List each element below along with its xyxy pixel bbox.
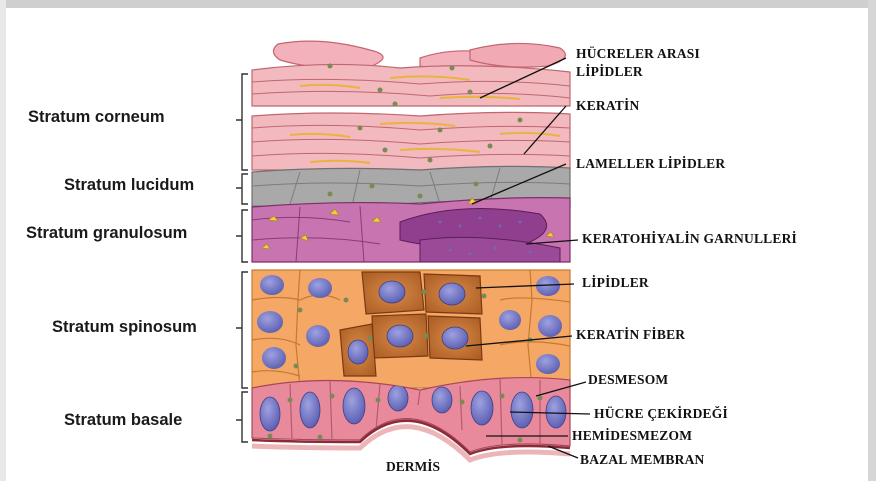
callout-lamellar-lipids: LAMELLER LİPİDLER bbox=[576, 156, 725, 172]
layer-brackets bbox=[236, 74, 248, 442]
stratum-corneum-label: Stratum corneum bbox=[28, 108, 165, 127]
callout-desmosome: DESMESOM bbox=[588, 372, 668, 388]
stratum-basale-label: Stratum basale bbox=[64, 411, 182, 430]
callout-intercellular-lipids-line1: HÜCRELER ARASI bbox=[576, 45, 700, 63]
callout-intercellular-lipids: HÜCRELER ARASI LİPİDLER bbox=[576, 45, 700, 81]
stratum-basale-illustration bbox=[252, 378, 570, 460]
callout-basal-membrane: BAZAL MEMBRAN bbox=[580, 452, 704, 468]
callout-cell-nucleus: HÜCRE ÇEKİRDEĞİ bbox=[594, 406, 728, 422]
stratum-spinosum-illustration bbox=[252, 270, 570, 388]
frame-top-shadow bbox=[0, 0, 876, 8]
callout-intercellular-lipids-line2: LİPİDLER bbox=[576, 63, 700, 81]
stratum-corneum-illustration bbox=[252, 41, 570, 170]
frame-left-shadow bbox=[0, 0, 6, 481]
stratum-lucidum-label: Stratum lucidum bbox=[64, 176, 194, 195]
callout-keratohyalin-granules: KERATOHİYALİN GARNULLERİ bbox=[582, 231, 797, 247]
callout-keratin: KERATİN bbox=[576, 98, 639, 114]
stratum-granulosum-label: Stratum granulosum bbox=[26, 224, 187, 243]
callout-lipids: LİPİDLER bbox=[582, 275, 649, 291]
stratum-granulosum-illustration bbox=[252, 198, 570, 262]
callout-keratin-fiber: KERATİN FİBER bbox=[576, 327, 685, 343]
stratum-spinosum-label: Stratum spinosum bbox=[52, 318, 197, 337]
frame-right-shadow bbox=[868, 0, 876, 481]
dermis-label: DERMİS bbox=[386, 459, 440, 475]
callout-hemidesmosome: HEMİDESMEZOM bbox=[572, 428, 692, 444]
